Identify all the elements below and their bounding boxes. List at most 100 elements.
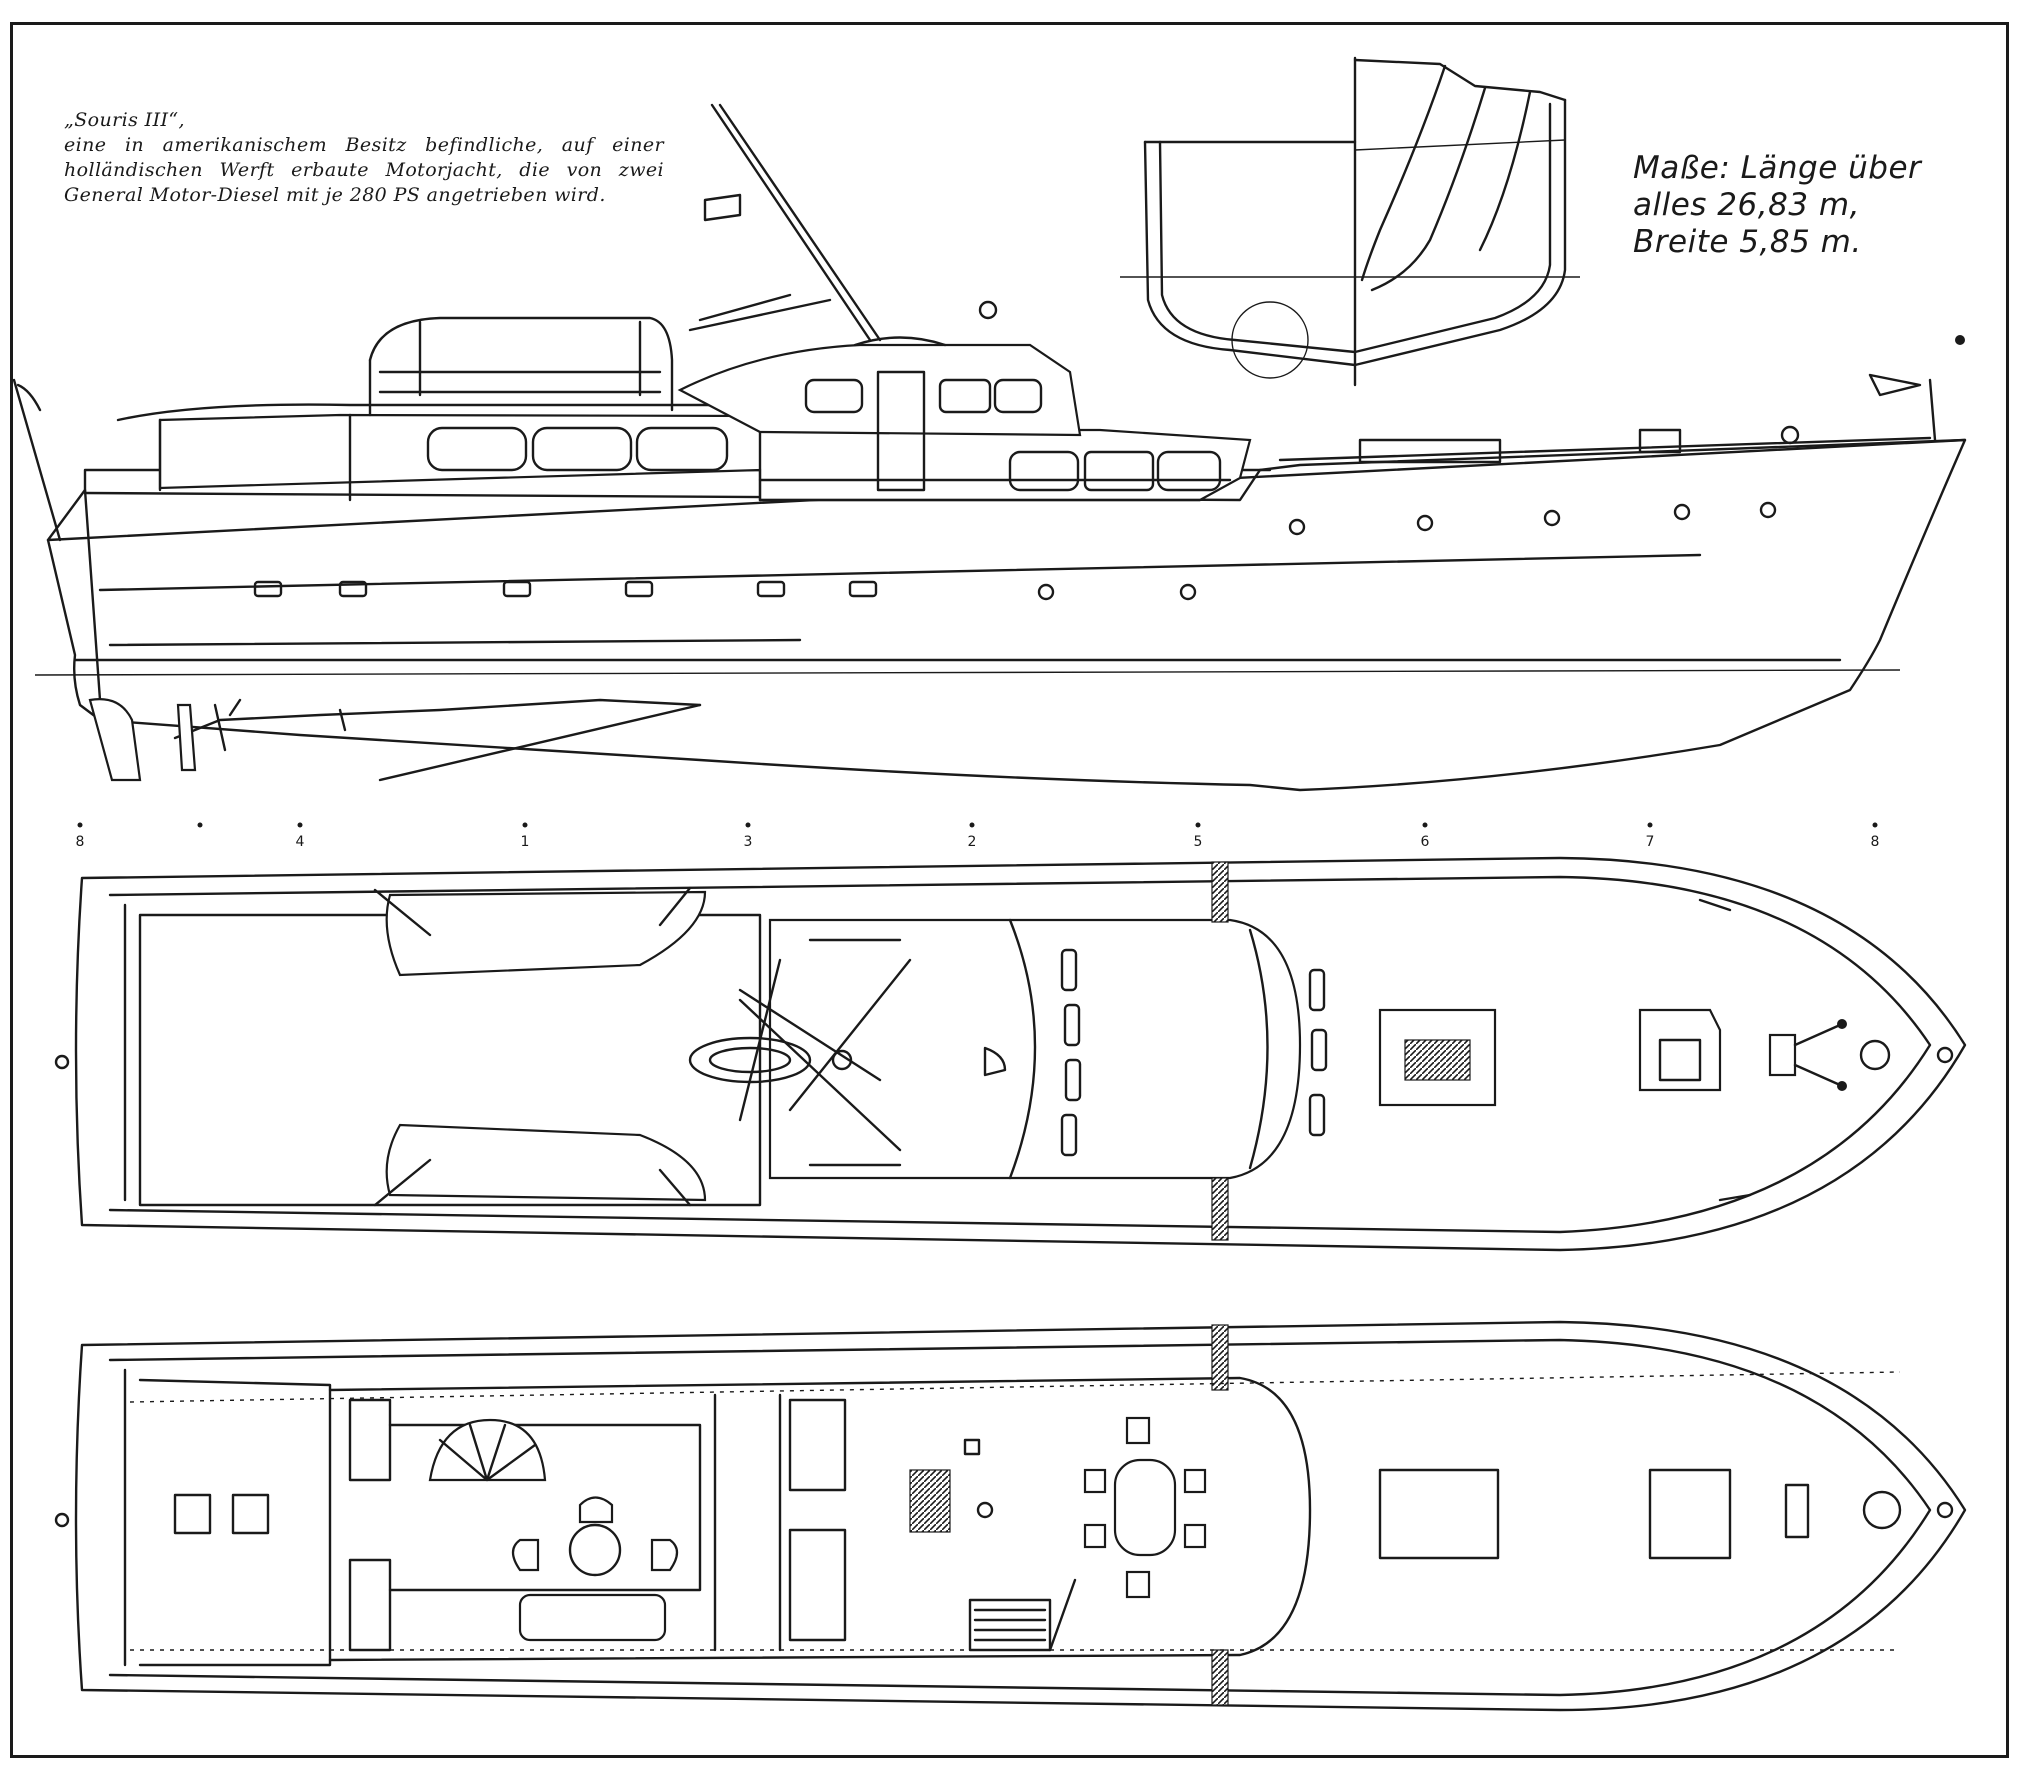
porthole <box>1288 518 1306 536</box>
dinghy-starboard <box>385 1123 707 1202</box>
station-tick <box>969 822 975 828</box>
fore-hatch-grate <box>1404 1039 1471 1081</box>
saloon-walls <box>388 1423 702 1592</box>
accommodation-plan <box>54 1320 1967 1712</box>
lower-bow-fitting <box>1936 1501 1954 1519</box>
saloon-chair <box>650 1538 679 1572</box>
windlass <box>1780 425 1800 445</box>
window-slot <box>1060 1113 1078 1157</box>
deckhouse-window-slots <box>1060 948 1328 1157</box>
pilothouse <box>677 343 1082 437</box>
aft-hatch <box>231 1493 270 1535</box>
masthead-light <box>978 300 998 320</box>
lower-stern-fitting <box>54 1512 70 1528</box>
section-deckhouse-top <box>1353 58 1567 102</box>
windlass-top <box>1768 1033 1797 1077</box>
aft-awning <box>116 403 762 422</box>
station-label: 7 <box>1646 834 1655 850</box>
pilothouse-window <box>938 378 992 414</box>
porthole <box>1673 503 1691 521</box>
foredeck-box <box>1358 438 1502 464</box>
saloon-window <box>531 426 633 472</box>
deckhouse-base-lines <box>758 478 1232 502</box>
station-tick <box>197 822 203 828</box>
spiral-stair <box>428 1418 547 1482</box>
deck-plan <box>54 856 1967 1252</box>
section-left-outer <box>1143 140 1357 367</box>
rudder <box>88 698 142 782</box>
side-waterline <box>34 669 1901 676</box>
port-window <box>338 580 368 598</box>
stern-fitting <box>54 1054 70 1070</box>
forward-hatch <box>1378 1468 1500 1560</box>
rigging-stays <box>738 958 912 1152</box>
roof-hatches <box>808 938 902 1167</box>
station-tick <box>1647 822 1653 828</box>
aft-cabin <box>138 1378 332 1667</box>
porthole <box>1179 583 1197 601</box>
flybridge-stanchions <box>368 320 642 417</box>
bridge-fitting <box>963 1438 981 1456</box>
mark-dot <box>1955 335 1965 345</box>
station-label: 5 <box>1194 834 1203 850</box>
station-tick <box>77 822 83 828</box>
hull-ports <box>253 501 1777 601</box>
dinette-table <box>1113 1458 1177 1557</box>
dinette-chair <box>1125 1416 1151 1445</box>
station-tick <box>745 822 751 828</box>
port-window <box>502 580 532 598</box>
pilothouse-roof-hatch <box>853 336 947 347</box>
forepeak-hatch-lower <box>1648 1468 1732 1560</box>
lower-strake-line <box>108 638 802 647</box>
companionway <box>968 1598 1052 1652</box>
ensign-staff <box>12 378 62 542</box>
dimensions-line-2: alles 26,83 m, <box>1633 187 1860 223</box>
chain-stopper <box>1837 1081 1847 1091</box>
deck-beam-guides <box>129 1371 1901 1651</box>
section-sheer-line <box>1354 139 1566 151</box>
porthole <box>1543 509 1561 527</box>
flybridge-rails <box>378 370 662 394</box>
foredeck-coaming <box>1248 928 1269 1170</box>
dinghy-port <box>385 890 707 977</box>
companionway-steps <box>973 1608 1047 1642</box>
window-slot <box>1063 1003 1081 1047</box>
mast <box>710 103 882 342</box>
deckhouse-window <box>1083 450 1155 492</box>
mast-step-inner <box>708 1046 792 1074</box>
aft-lockers <box>348 1398 392 1652</box>
pilothouse-door <box>876 370 926 492</box>
deck-plan-inner-rail <box>108 875 1932 1234</box>
aft-hatch <box>173 1493 212 1535</box>
dinette-chair <box>1083 1523 1107 1549</box>
deck-plan-hull <box>74 856 1967 1252</box>
forepeak-locker <box>1784 1483 1810 1539</box>
vessel-caption: „Souris III“, eine in amerikanischem Bes… <box>64 108 664 208</box>
section-left-inner <box>1158 140 1357 354</box>
bulkhead-hatch-bottom <box>1211 1177 1229 1241</box>
station-tick <box>1195 822 1201 828</box>
pilothouse-window <box>993 378 1043 414</box>
propeller-shaft <box>173 698 702 740</box>
deckhouse-window <box>1156 450 1222 492</box>
port-window <box>624 580 654 598</box>
saloon-outline <box>328 1376 1312 1662</box>
lower-deck-hull <box>74 1320 1967 1712</box>
companionway-rail <box>1048 1578 1077 1652</box>
window-slot <box>1064 1058 1082 1102</box>
hawse-pipe <box>1859 1039 1891 1071</box>
fairleads <box>1698 898 1752 1202</box>
deckhouse-window <box>1008 450 1080 492</box>
hull-profile <box>46 438 1967 792</box>
section-frame-curve-2 <box>1370 86 1487 292</box>
lower-bulkhead-bottom <box>1211 1649 1229 1706</box>
section-right-outer <box>1353 98 1567 367</box>
bridge-fitting <box>976 1501 994 1519</box>
lower-bulkhead-top <box>1211 1324 1229 1391</box>
bow-rail <box>1278 436 1932 462</box>
porthole <box>1037 583 1055 601</box>
station-label: 6 <box>1421 834 1430 850</box>
jack-flag <box>1868 373 1922 397</box>
